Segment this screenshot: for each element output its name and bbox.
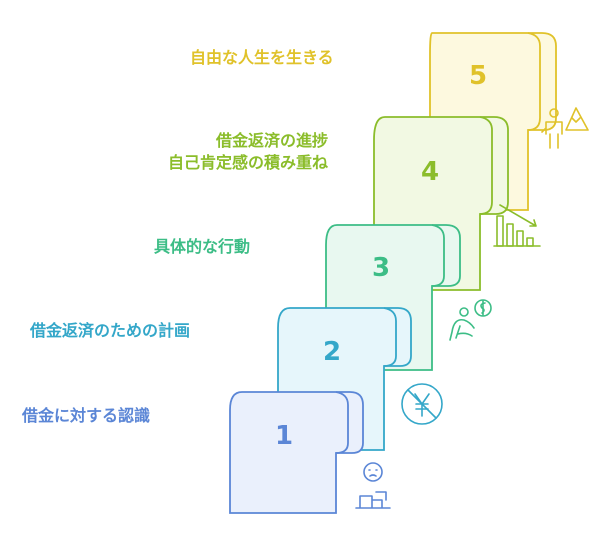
step-1-label-line-1: 借金に対する認識 [22,406,151,425]
person-at-desk-icon [355,462,391,509]
person-with-mountain-icon [541,107,589,149]
step-4-label: 借金返済の進捗 自己肯定感の積み重ね [168,130,328,174]
step-3-number: 3 [372,253,390,283]
step-1-curl [335,391,349,454]
step-3-label-line-1: 具体的な行動 [154,237,251,256]
step-1: 1 [229,391,364,514]
declining-bar-chart-icon [493,204,541,247]
no-yen-icon [401,383,443,425]
step-4-number: 4 [421,157,439,187]
step-4-label-line-2: 自己肯定感の積み重ね [167,153,328,172]
step-2-label: 借金返済のための計画 [30,320,190,342]
step-1-scroll [229,391,364,514]
step-4-label-line-1: 借金返済の進捗 [215,131,328,150]
step-2-number: 2 [323,337,341,367]
step-5-curl [527,32,541,131]
step-3-curl [431,224,445,287]
step-5-label: 自由な人生を生きる [190,47,334,69]
step-2-curl [383,307,397,367]
step-3-label: 具体的な行動 [154,236,250,258]
step-4-curl [479,116,493,215]
step-2-label-line-1: 借金返済のための計画 [30,321,191,340]
step-5-number: 5 [469,61,487,91]
step-5-label-line-1: 自由な人生を生きる [190,48,334,67]
step-1-label: 借金に対する認識 [22,405,150,427]
person-with-coin-icon [449,299,492,341]
step-1-number: 1 [275,421,293,451]
